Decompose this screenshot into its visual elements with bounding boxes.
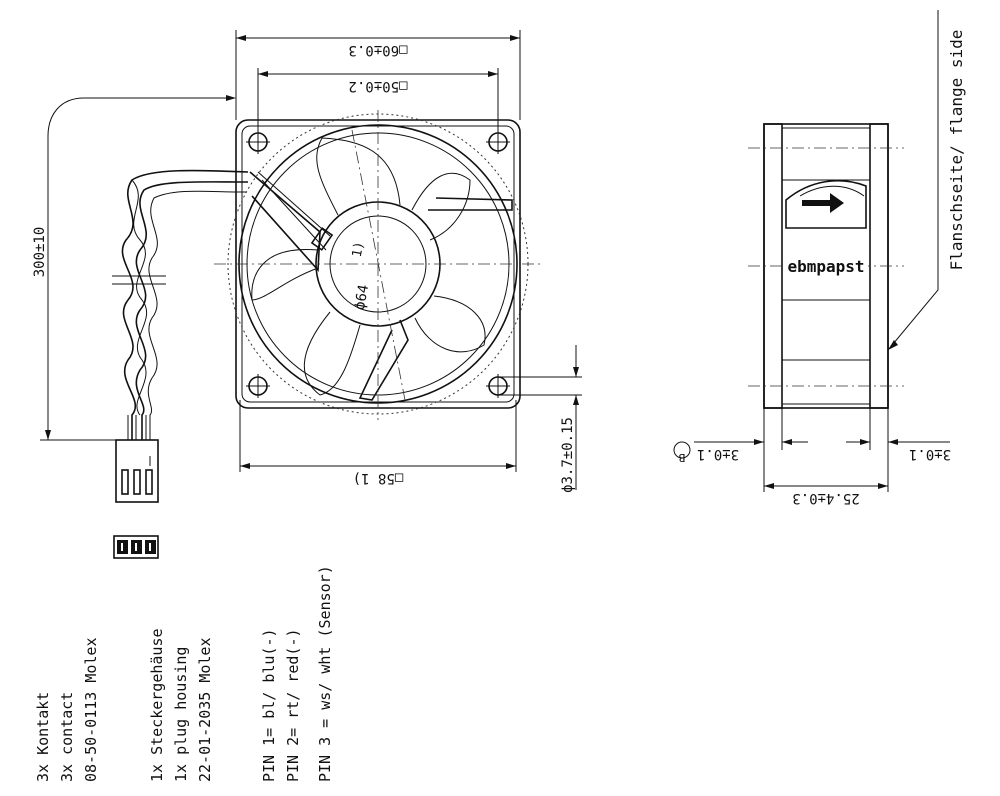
dim-cable: 300±10 (32, 95, 236, 441)
note-housing-2: 1x plug housing (172, 647, 190, 782)
notes-contact: 3x Kontakt 3x contact 08-50-0113 Molex (34, 638, 100, 783)
fan-front-view (214, 110, 540, 420)
mounting-hole-bl (246, 374, 270, 398)
note-housing-3: 22-01-2035 Molex (196, 638, 214, 783)
notes-pins: PIN 1= bl/ blu(-) PIN 2= rt/ red(-) PIN … (260, 565, 334, 782)
fan-blades (251, 137, 486, 396)
flange-side-label: Flanschseite/ flange side (947, 30, 966, 271)
dim-square50: □50±0.2 (257, 68, 499, 130)
dim-square60: □60±0.3 (235, 30, 521, 120)
airflow-arrow-icon (802, 193, 844, 213)
circle-b-marker (673, 441, 691, 459)
connector-body (115, 439, 159, 503)
dim-hole-label: ϕ3.7±0.15 (560, 417, 576, 493)
cable-exit (785, 180, 867, 229)
connector-end-body (113, 535, 159, 559)
mounting-hole-tl (246, 130, 270, 154)
dim-flange-right: 3±0.1 (846, 408, 951, 462)
brand-logo: ebmpapst (787, 257, 864, 276)
connector (115, 439, 159, 503)
pin-slot-1 (121, 469, 129, 495)
cable-strut (249, 171, 321, 272)
note-contact-2: 3x contact (58, 692, 76, 782)
cable-assembly (112, 169, 249, 440)
note-housing-1: 1x Steckergehäuse (148, 628, 166, 782)
dim-flange-right-label: 3±0.1 (909, 446, 951, 462)
dim-square58-label: □58 1) (353, 470, 404, 486)
fan-side-view: ebmpapst (748, 123, 904, 409)
pin-slot-2 (133, 469, 141, 495)
diagonal-line (351, 129, 406, 401)
dim-cable-label: 300±10 (32, 227, 48, 278)
strut-right (428, 197, 513, 211)
pin-slot-3 (145, 469, 153, 495)
dim-depth: 25.4±0.3 (763, 408, 889, 506)
mounting-hole-tr (486, 130, 510, 154)
note-pin-2: PIN 2= rt/ red(-) (284, 628, 302, 782)
circle-b-label: B (678, 451, 685, 464)
flange-leader: Flanschseite/ flange side (887, 10, 966, 351)
cable-exit-curve (799, 185, 865, 197)
dim-hole: ϕ3.7±0.15 (498, 345, 582, 493)
note-pin-3: PIN 3 = ws/ wht (Sensor) (316, 565, 334, 782)
cable-clip (310, 227, 334, 251)
dim-square58: □58 1) (239, 400, 517, 486)
brand-backdrop (784, 259, 868, 275)
mounting-hole-br (486, 374, 510, 398)
note-contact-1: 3x Kontakt (34, 692, 52, 782)
connector-end-view (113, 535, 159, 559)
notes-housing: 1x Steckergehäuse 1x plug housing 22-01-… (148, 628, 214, 782)
dim-square60-label: □60±0.3 (348, 42, 407, 58)
note-pin-1: PIN 1= bl/ blu(-) (260, 628, 278, 782)
note-contact-3: 08-50-0113 Molex (82, 638, 100, 783)
dim-square50-label: □50±0.2 (348, 78, 407, 94)
dim-dia64-label: ϕ64 (352, 283, 372, 311)
dim-flange-left: 3±0.1 B (673, 408, 808, 464)
dim-depth-label: 25.4±0.3 (792, 490, 859, 506)
strut-bottom (358, 319, 409, 401)
note-1-label: 1) (350, 240, 367, 258)
dim-flange-left-label: 3±0.1 (697, 446, 739, 462)
